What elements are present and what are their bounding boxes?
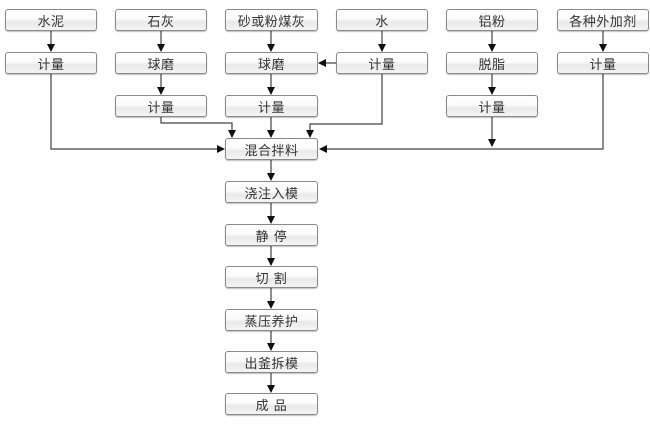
node-sand-ball-mill: 球磨 (225, 52, 318, 74)
node-water-measure: 计量 (336, 52, 428, 74)
node-lime-measure: 计量 (115, 95, 207, 117)
node-autoclave: 蒸压养护 (225, 309, 318, 331)
node-mixing: 混合拌料 (225, 138, 318, 160)
line-cement-measure-to-mix (50, 74, 225, 153)
node-cutting: 切 割 (225, 266, 318, 288)
node-resting: 静 停 (225, 224, 318, 246)
node-cement: 水泥 (5, 9, 97, 31)
node-lime: 石灰 (115, 9, 207, 31)
node-aluminum-powder: 铝粉 (446, 9, 538, 31)
node-demold: 出釜拆模 (225, 351, 318, 373)
node-sand-flyash: 砂或粉煤灰 (225, 9, 318, 31)
node-finished-product: 成 品 (225, 393, 318, 415)
node-cement-measure: 计量 (5, 52, 97, 74)
node-lime-ball-mill: 球磨 (115, 52, 207, 74)
line-lime-measure-to-mix (160, 117, 236, 138)
node-aluminum-degrease: 脱脂 (446, 52, 538, 74)
line-water-measure-to-mix (306, 74, 383, 138)
node-water: 水 (336, 9, 428, 31)
node-additives: 各种外加剂 (557, 9, 649, 31)
node-aluminum-measure: 计量 (446, 95, 538, 117)
node-pouring: 浇注入模 (225, 181, 318, 203)
node-sand-measure: 计量 (225, 95, 318, 117)
line-additive-measure-to-mix (319, 74, 604, 153)
node-additives-measure: 计量 (557, 52, 649, 74)
